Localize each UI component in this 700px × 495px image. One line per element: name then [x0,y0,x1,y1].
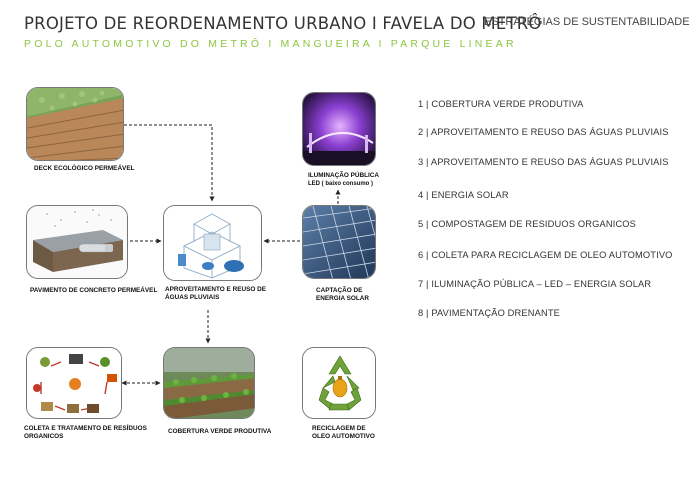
deck-label: DECK ECOLÓGICO PERMEÁVEL [34,165,135,172]
composting-cycle-illustration [27,348,121,418]
strategy-item: 1 | COBERTURA VERDE PRODUTIVA [418,99,584,109]
strategy-item: 8 | PAVIMENTAÇÃO DRENANTE [418,308,561,318]
solar-card [302,205,376,279]
led-lighting-illustration [303,93,375,165]
compost-label: COLETA E TRATAMENTO DE RESÍDUOS ORGANICO… [24,425,147,440]
strategy-item: 4 | ENERGIA SOLAR [418,190,509,200]
page-subtitle: POLO AUTOMOTIVO DO METRÔ I MANGUEIRA I P… [24,38,517,50]
strategy-item: 7 | ILUMINAÇÃO PÚBLICA – LED – ENERGIA S… [418,279,652,289]
oil-recycling-card [302,347,376,419]
arrow-deck-to-rainwater [124,124,215,202]
compost-card [26,347,122,419]
green-roof-label: COBERTURA VERDE PRODUTIVA [168,428,272,435]
pavement-card [26,205,128,279]
solar-label: CAPTAÇÃO DE ENERGIA SOLAR [316,287,370,302]
strategy-item: 3 | APROVEITAMENTO E REUSO DAS ÁGUAS PLU… [418,157,669,167]
pavement-label: PAVIMENTO DE CONCRETO PERMEÁVEL [30,287,158,294]
deck-card [26,87,124,161]
solar-panel-illustration [303,206,375,278]
strategy-item: 6 | COLETA PARA RECICLAGEM DE OLEO AUTOM… [418,250,673,260]
green-roof-card [163,347,255,419]
deck-illustration [27,88,123,160]
green-roof-illustration [164,348,254,418]
rainwater-label: APROVEITAMENTO E REUSO DE ÁGUAS PLUVIAIS [165,286,266,301]
lighting-label: ILUMINAÇÃO PÚBLICA LED ( baixo consumo ) [308,172,380,187]
page-title: PROJETO DE REORDENAMENTO URBANO I FAVELA… [24,14,542,33]
oil-recycling-label: RECICLAGEM DE OLEO AUTOMOTIVO [312,425,375,440]
recycling-symbol-icon [303,348,375,418]
rainwater-reuse-illustration [164,206,261,280]
strategy-item: 5 | COMPOSTAGEM DE RESIDUOS ORGANICOS [418,219,637,229]
strategy-item: 2 | APROVEITAMENTO E REUSO DAS ÁGUAS PLU… [418,127,669,137]
rainwater-card [163,205,262,281]
lighting-card [302,92,376,166]
section-title: ESTRATÉGIAS DE SUSTENTABILIDADE [484,16,690,28]
permeable-concrete-illustration [27,206,127,278]
